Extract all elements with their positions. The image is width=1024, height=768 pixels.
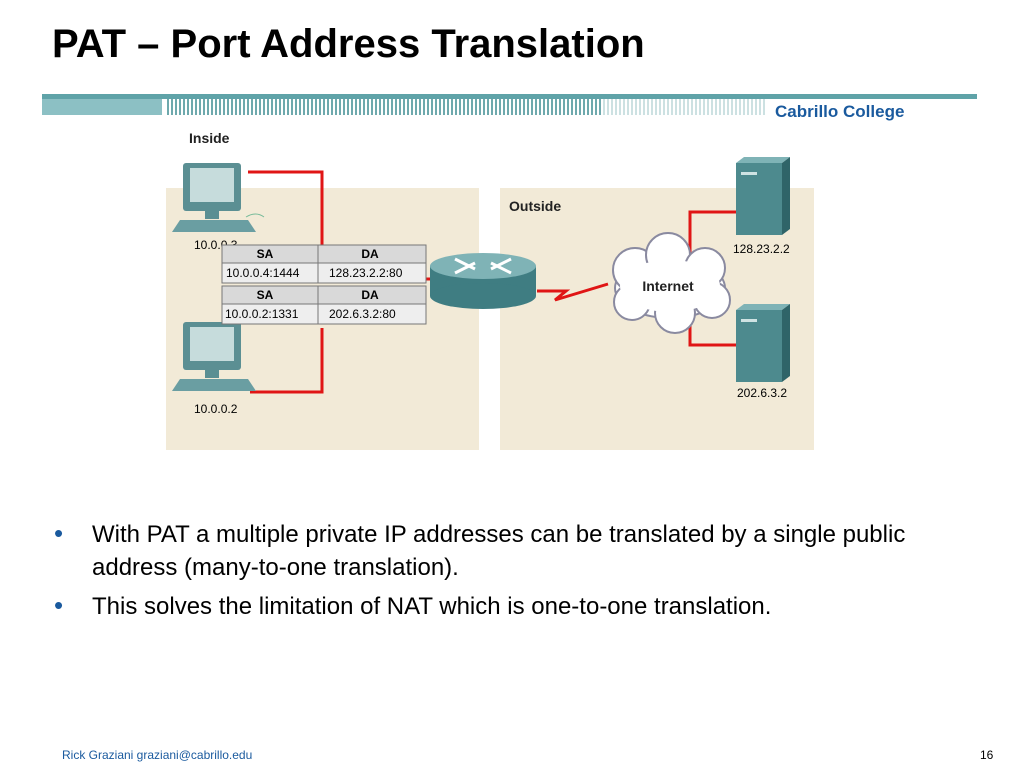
footer-author: Rick Graziani graziani@cabrillo.edu	[62, 748, 253, 762]
table-bottom-da: 202.6.3.2:80	[329, 307, 396, 321]
bullet-text: This solves the limitation of NAT which …	[92, 593, 772, 620]
network-links	[248, 170, 736, 394]
table-bottom-da-header: DA	[361, 288, 379, 302]
bullet-text: With PAT a multiple private IP addresses…	[92, 521, 906, 581]
inside-label: Inside	[189, 130, 230, 146]
bullet-list: • With PAT a multiple private IP addresse…	[52, 518, 992, 629]
table-top-da: 128.23.2.2:80	[329, 266, 403, 280]
table-top-da-header: DA	[361, 247, 379, 261]
host-top-icon	[172, 163, 265, 232]
slide-title: PAT – Port Address Translation	[52, 22, 645, 66]
header-stripe-band	[42, 94, 977, 115]
brand-label: Cabrillo College	[775, 102, 905, 121]
server-top-ip: 128.23.2.2	[733, 242, 790, 256]
server-bottom-ip: 202.6.3.2	[737, 386, 787, 400]
pat-diagram: Inside Outside 10.0.0.3 10.0.0.2 SA DA 1…	[166, 130, 814, 450]
router-icon	[430, 253, 536, 309]
host-bottom-icon	[172, 322, 256, 391]
bullet-dot-icon: •	[54, 518, 64, 548]
translation-table-top	[221, 244, 427, 284]
table-bottom-sa: 10.0.0.2:1331	[225, 307, 299, 321]
table-bottom-sa-header: SA	[257, 288, 274, 302]
outside-label: Outside	[509, 198, 561, 214]
table-top-sa: 10.0.0.4:1444	[226, 266, 300, 280]
translation-table-bottom	[221, 285, 427, 325]
page-number: 16	[980, 748, 994, 762]
host-bottom-ip: 10.0.0.2	[194, 402, 238, 416]
server-top-icon	[736, 157, 790, 235]
internet-label: Internet	[642, 278, 694, 294]
internet-cloud-icon	[612, 232, 731, 334]
table-top-sa-header: SA	[257, 247, 274, 261]
bullet-item: • With PAT a multiple private IP addresse…	[52, 518, 992, 584]
bullet-item: • This solves the limitation of NAT which…	[52, 590, 992, 623]
bullet-dot-icon: •	[54, 590, 64, 620]
server-bottom-icon	[736, 304, 790, 382]
